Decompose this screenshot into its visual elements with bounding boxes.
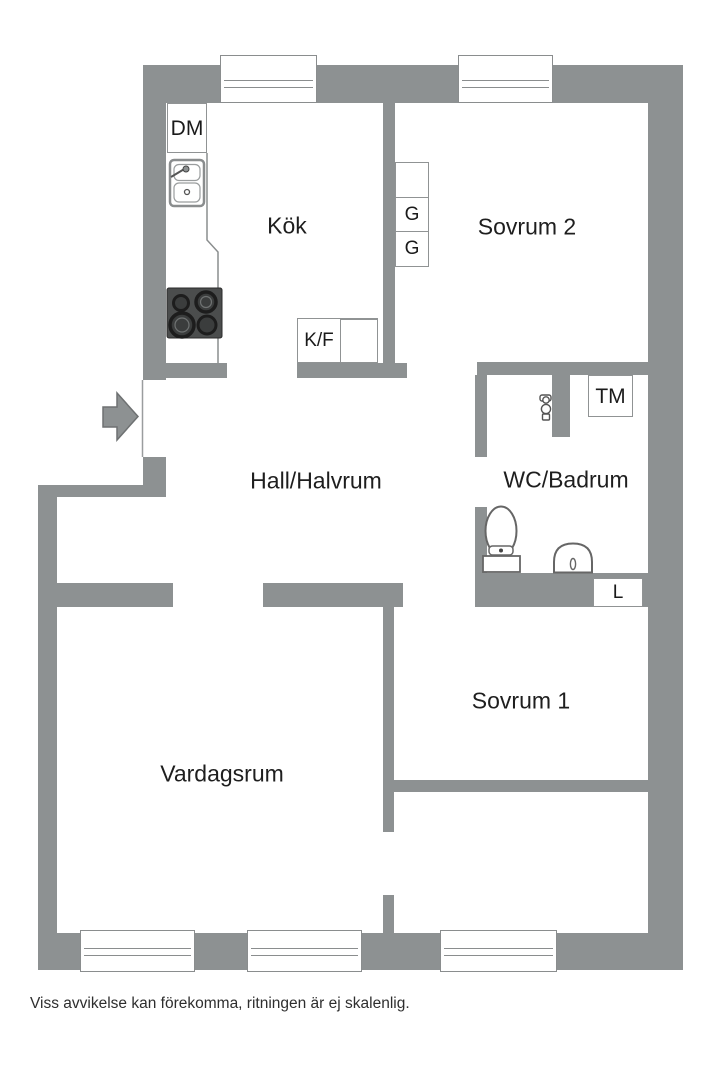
window-vardagsrum-left <box>80 930 195 972</box>
wall-shower-partition <box>552 375 570 437</box>
kitchen-counter-line <box>206 153 219 363</box>
fridge-freezer-box: K/F <box>297 318 378 363</box>
fridge-freezer-label-cell: K/F <box>298 319 341 362</box>
wardrobe-stack: G G <box>395 162 429 267</box>
window-glass <box>444 948 553 956</box>
room-label-sovrum2: Sovrum 2 <box>477 213 577 240</box>
room-label-sovrum1: Sovrum 1 <box>471 687 571 714</box>
wall-sovrum1-bottom <box>393 780 648 792</box>
window-glass <box>462 80 549 88</box>
linen-closet-label: L <box>612 582 624 603</box>
linen-closet-box: L <box>593 578 643 607</box>
wall-left-lower <box>38 497 57 970</box>
dishwasher-label: DM <box>170 116 204 140</box>
room-label-wc-badrum: WC/Badrum <box>503 466 629 493</box>
window-vardagsrum-right <box>247 930 362 972</box>
stove-icon <box>166 287 223 339</box>
wardrobe-cell-mid: G <box>396 196 428 232</box>
room-label-hall: Hall/Halvrum <box>250 467 382 494</box>
wall-right <box>648 103 683 933</box>
wall-vardagsrum-top-left <box>57 583 173 607</box>
wall-left-step <box>38 485 166 497</box>
wardrobe-cell-top <box>396 163 428 197</box>
wall-kok-bottom-right <box>297 363 407 378</box>
kitchen-sink-icon <box>168 158 206 208</box>
wall-bath-left-lower <box>475 507 487 573</box>
window-glass <box>84 948 191 956</box>
shower-mixer-icon <box>539 394 552 421</box>
wall-kok-sovrum2-divider <box>383 103 395 368</box>
wardrobe-cell-bottom: G <box>396 231 428 266</box>
washbasin-icon <box>553 542 593 574</box>
window-glass <box>224 80 313 88</box>
window-sovrum2 <box>458 55 553 103</box>
entry-arrow-icon <box>102 391 140 442</box>
room-label-kok: Kök <box>267 212 307 239</box>
washing-machine-box: TM <box>588 375 633 417</box>
window-bottom-room <box>440 930 557 972</box>
window-glass <box>251 948 358 956</box>
fridge-freezer-extra-cell <box>341 319 377 362</box>
washing-machine-label: TM <box>595 384 626 408</box>
wall-left-upper <box>143 103 166 380</box>
dishwasher-box: DM <box>167 103 207 153</box>
disclaimer-text: Viss avvikelse kan förekomma, ritningen … <box>30 995 410 1012</box>
wall-vardagsrum-top-right <box>263 583 403 607</box>
room-label-vardagsrum: Vardagsrum <box>160 760 284 787</box>
wall-bath-left-upper <box>475 375 487 457</box>
wall-divider-stub <box>383 895 394 933</box>
wall-vardagsrum-sovrum1-divider <box>383 607 394 832</box>
toilet-icon <box>482 505 521 573</box>
window-kok <box>220 55 317 103</box>
wall-bath-top <box>477 362 648 375</box>
wall-kok-bottom-left <box>143 363 227 378</box>
